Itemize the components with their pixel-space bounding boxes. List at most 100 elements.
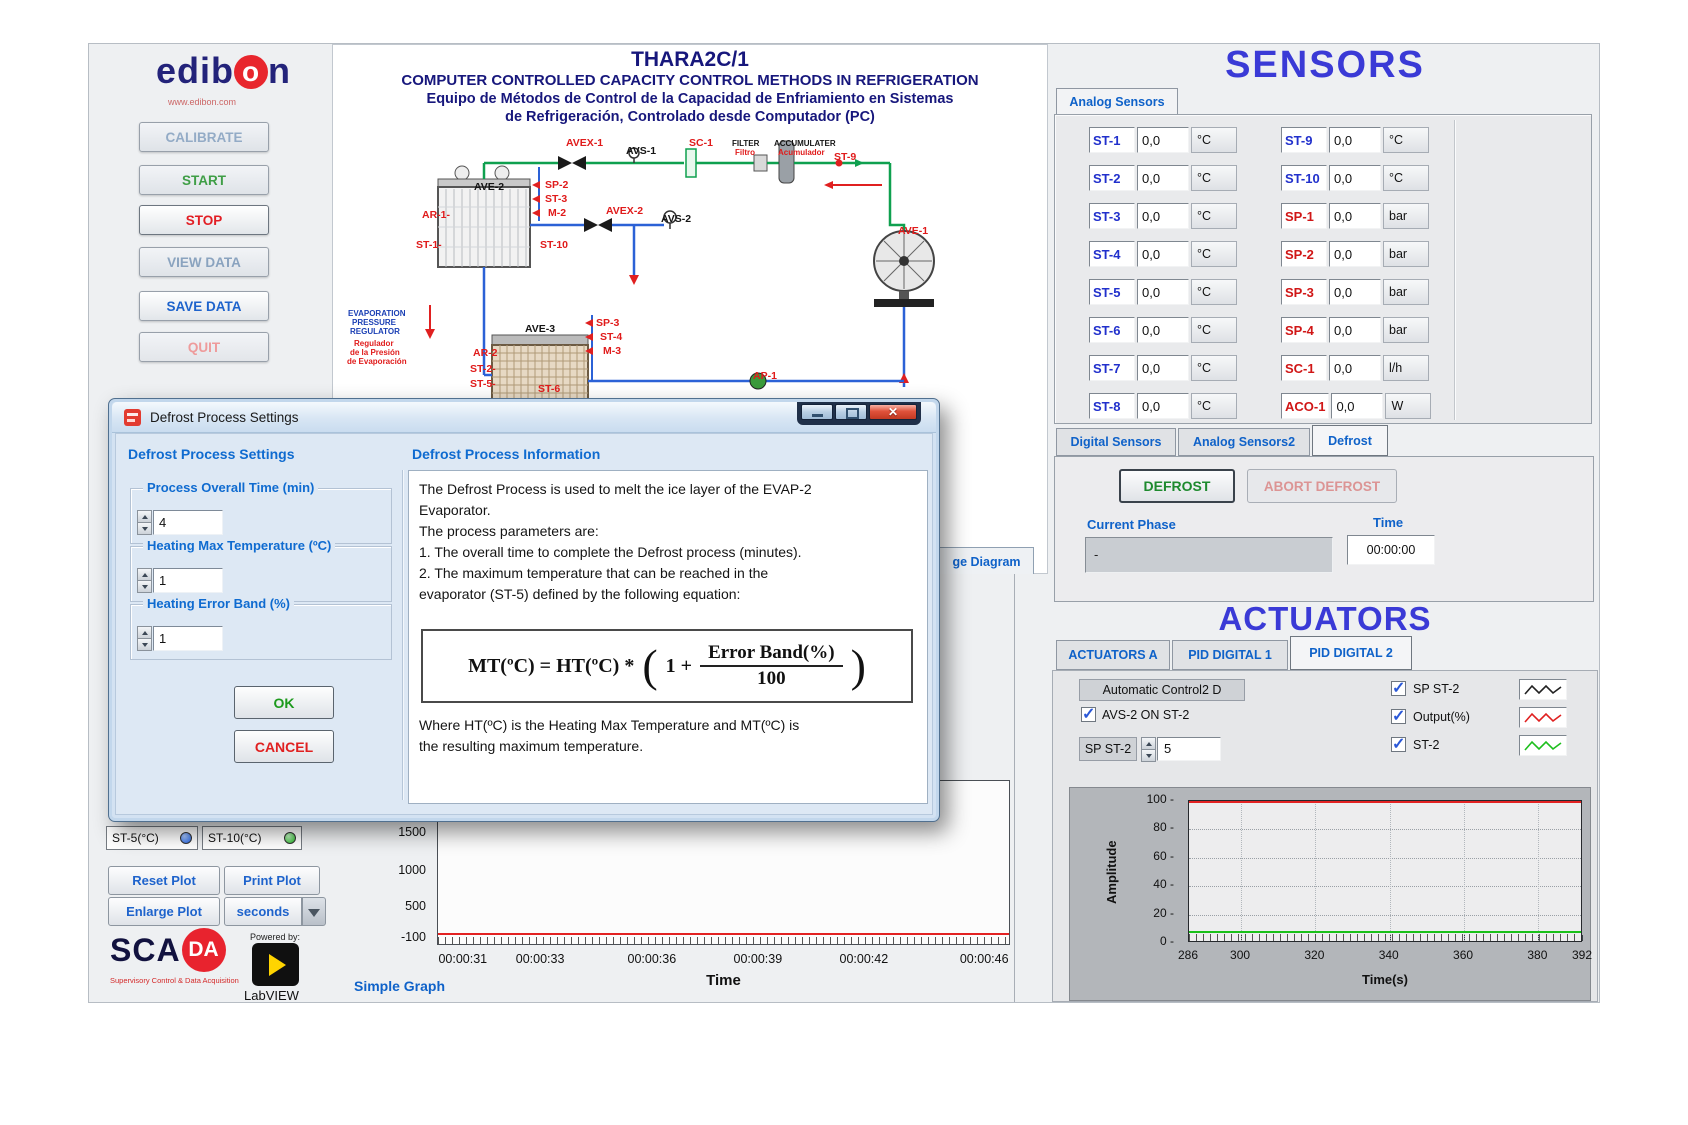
spinner-down-icon[interactable]	[137, 580, 152, 593]
spinner-down-icon[interactable]	[1141, 749, 1156, 762]
evaporator-2-icon	[491, 334, 589, 408]
axis-tick-label: 00:00:39	[733, 952, 783, 966]
sensor-value-display: 0,0	[1137, 317, 1189, 343]
info-text: The Defrost Process is used to melt the …	[419, 479, 917, 605]
gridline	[1189, 829, 1581, 831]
dropdown-arrow-icon[interactable]	[302, 897, 326, 926]
plot-style-icon[interactable]	[1519, 707, 1567, 728]
sensor-label: ACO-1	[1281, 393, 1330, 419]
maximize-button[interactable]	[835, 404, 867, 420]
paren-open: (	[642, 640, 658, 691]
ok-button[interactable]: OK	[234, 686, 334, 719]
sensor-unit: °C	[1191, 241, 1237, 267]
sensor-label: ST-2	[1089, 165, 1135, 191]
minimize-button[interactable]	[801, 404, 833, 420]
formula-fraction: Error Band(%) 100	[700, 642, 843, 690]
spinner-down-icon[interactable]	[137, 638, 152, 651]
calibrate-button[interactable]: CALIBRATE	[139, 122, 269, 152]
tab-pid-digital-2[interactable]: PID DIGITAL 2	[1290, 636, 1412, 670]
process-schematic	[425, 140, 935, 408]
tab-pid-digital-1[interactable]: PID DIGITAL 1	[1172, 640, 1288, 670]
diagram-label-avs-1: AVS-1	[626, 145, 657, 157]
start-button[interactable]: START	[139, 165, 269, 195]
print-plot-button[interactable]: Print Plot	[224, 866, 320, 895]
defrost-panel: DEFROST ABORT DEFROST Current Phase - Ti…	[1054, 456, 1594, 602]
plot-style-icon[interactable]	[1519, 679, 1567, 700]
scada-subtitle: Supervisory Control & Data Acquisition	[110, 976, 239, 985]
avs2-checkbox[interactable]	[1081, 704, 1096, 724]
cancel-button[interactable]: CANCEL	[234, 730, 334, 763]
view-button[interactable]: VIEW DATA	[139, 247, 269, 277]
dialog-titlebar[interactable]: Defrost Process Settings	[112, 402, 936, 433]
diagram-label-sp-2: SP-2	[545, 179, 569, 191]
close-button[interactable]	[869, 404, 917, 420]
quit-button[interactable]: QUIT	[139, 332, 269, 362]
save-button[interactable]: SAVE DATA	[139, 291, 269, 321]
sp-st2-spinner[interactable]	[1141, 737, 1156, 762]
gridline	[1315, 801, 1317, 941]
sensor-unit: °C	[1383, 127, 1429, 153]
legend-checkbox[interactable]	[1391, 734, 1406, 754]
pid-y-axis: 100806040200	[1128, 792, 1180, 948]
field-value-input[interactable]: 4	[153, 510, 223, 535]
tab-enlarge-diagram[interactable]: ge Diagram	[939, 547, 1034, 575]
pid-minor-ticks	[1189, 934, 1581, 941]
automatic-control-selector[interactable]: Automatic Control2 D	[1079, 679, 1245, 701]
field-value-input[interactable]: 1	[153, 626, 223, 651]
defrost-button[interactable]: DEFROST	[1119, 469, 1235, 503]
enlarge-plot-button[interactable]: Enlarge Plot	[108, 897, 220, 926]
channel-st5-indicator[interactable]: ST-5(°C)	[106, 826, 198, 850]
tab-analog-sensors[interactable]: Analog Sensors	[1056, 88, 1178, 115]
abort-defrost-button[interactable]: ABORT DEFROST	[1247, 469, 1397, 503]
gridline	[1189, 886, 1581, 888]
sensor-value-display: 0,0	[1137, 165, 1189, 191]
field-spinner[interactable]	[137, 568, 152, 593]
tab-digital-sensors[interactable]: Digital Sensors	[1056, 428, 1176, 456]
axis-tick-label: 100	[1128, 792, 1174, 806]
defrost-time-value: 00:00:00	[1347, 535, 1435, 565]
diagram-label-filter: FILTER	[732, 139, 760, 148]
diagram-label-ave-3: AVE-3	[525, 323, 556, 335]
sensor-label: SP-2	[1281, 241, 1327, 267]
axis-tick-label: 00:00:42	[839, 952, 889, 966]
sensor-unit: °C	[1191, 317, 1237, 343]
series-line-output	[1189, 801, 1581, 803]
sensor-label: SP-1	[1281, 203, 1327, 229]
tab-defrost[interactable]: Defrost	[1312, 425, 1388, 456]
spinner-down-icon[interactable]	[137, 522, 152, 535]
legend-label: ST-2	[1413, 738, 1440, 752]
avs2-checkbox-row: AVS-2 ON ST-2	[1081, 704, 1189, 724]
tab-actuators-a[interactable]: ACTUATORS A	[1056, 640, 1170, 670]
field-spinner[interactable]	[137, 510, 152, 535]
diagram-subtitle-en: COMPUTER CONTROLLED CAPACITY CONTROL MET…	[401, 72, 979, 89]
channel-st10-indicator[interactable]: ST-10(°C)	[202, 826, 302, 850]
sensor-label: ST-6	[1089, 317, 1135, 343]
sensors-title: SENSORS	[1225, 44, 1425, 86]
axis-tick-label: 1000	[398, 863, 426, 877]
legend-checkbox[interactable]	[1391, 706, 1406, 726]
reset-plot-button[interactable]: Reset Plot	[108, 866, 220, 895]
time-units-select[interactable]: seconds	[224, 897, 302, 926]
sensor-unit: °C	[1191, 393, 1237, 419]
sp-st2-input[interactable]: 5	[1157, 737, 1221, 761]
stop-button[interactable]: STOP	[139, 205, 269, 235]
sensor-label: ST-1	[1089, 127, 1135, 153]
sensor-unit: bar	[1383, 241, 1429, 267]
tab-analog-sensors2[interactable]: Analog Sensors2	[1178, 428, 1310, 456]
legend-checkbox[interactable]	[1391, 678, 1406, 698]
dialog-icon	[124, 409, 141, 426]
plot-style-icon[interactable]	[1519, 735, 1567, 756]
diagram-label-de-evaporaci-n: de Evaporación	[347, 357, 407, 366]
formula-one-plus: 1 +	[665, 654, 693, 677]
window-controls	[797, 402, 921, 425]
field-spinner[interactable]	[137, 626, 152, 651]
edibon-url: www.edibon.com	[168, 97, 237, 107]
sensor-unit: W	[1385, 393, 1432, 419]
diagram-label-accumulater: ACCUMULATER	[774, 139, 836, 148]
sensor-label: SP-4	[1281, 317, 1327, 343]
field-value-input[interactable]: 1	[153, 568, 223, 593]
